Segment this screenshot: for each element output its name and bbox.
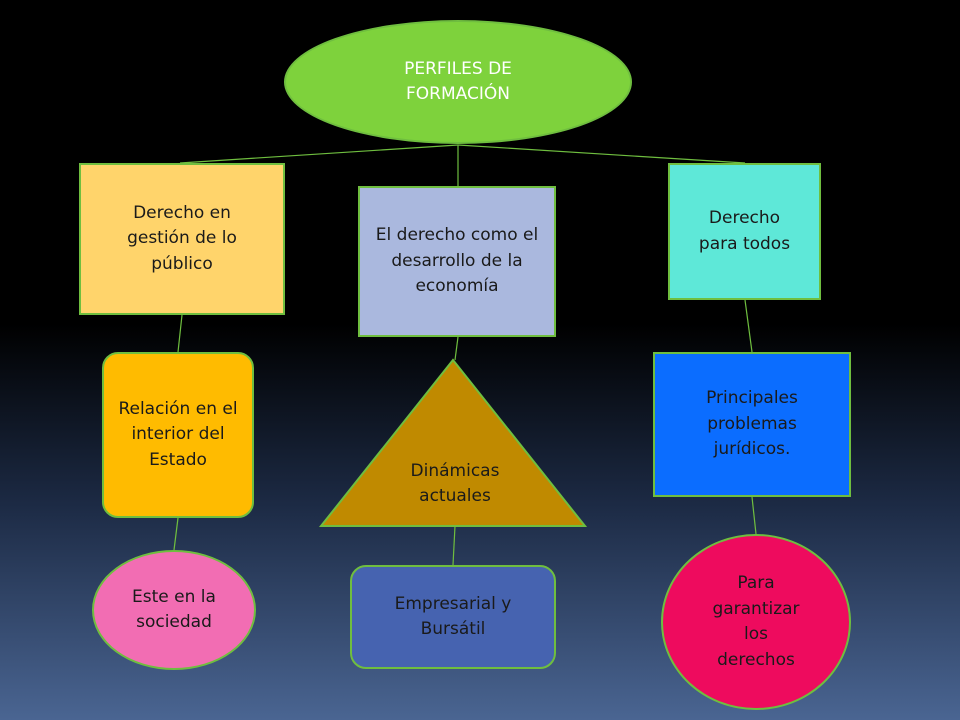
node-dinamicas-actuales-label: Dinámicas actuales bbox=[410, 460, 500, 507]
node-dinamicas-actuales: Dinámicas actuales bbox=[373, 450, 537, 518]
node-derecho-para-todos: Derecho para todos bbox=[668, 163, 821, 300]
node-para-garantizar: Para garantizar los derechos bbox=[661, 534, 851, 710]
connector-relacion-sociedad bbox=[173, 517, 179, 551]
connector-gestion-relacion bbox=[177, 314, 183, 353]
node-perfiles-de-formacion: PERFILES DE FORMACIÓN bbox=[284, 20, 632, 144]
node-principales-problemas: Principales problemas jurídicos. bbox=[653, 352, 851, 497]
connector-root-gestion bbox=[179, 144, 459, 164]
connector-economia-dinamicas bbox=[454, 336, 459, 361]
node-este-en-la-sociedad-label: Este en la sociedad bbox=[132, 586, 216, 633]
node-este-en-la-sociedad: Este en la sociedad bbox=[92, 550, 256, 670]
node-perfiles-de-formacion-label: PERFILES DE FORMACIÓN bbox=[404, 58, 512, 105]
node-derecho-en-gestion: Derecho en gestión de lo público bbox=[79, 163, 285, 315]
node-principales-problemas-label: Principales problemas jurídicos. bbox=[706, 388, 798, 460]
node-empresarial-bursatil-label: Empresarial y Bursátil bbox=[394, 593, 512, 640]
node-derecho-economia: El derecho como el desarrollo de la econ… bbox=[358, 186, 556, 337]
node-relacion-estado-label: Relación en el interior del Estado bbox=[118, 398, 238, 470]
node-relacion-estado: Relación en el interior del Estado bbox=[102, 352, 254, 518]
node-empresarial-bursatil: Empresarial y Bursátil bbox=[350, 565, 556, 669]
triangle-shape-dinamicas bbox=[318, 358, 588, 527]
connector-root-todos bbox=[457, 144, 746, 164]
connector-problemas-garantizar bbox=[751, 496, 757, 535]
node-derecho-para-todos-label: Derecho para todos bbox=[698, 208, 791, 254]
node-derecho-en-gestion-label: Derecho en gestión de lo público bbox=[127, 202, 237, 274]
node-para-garantizar-label: Para garantizar los derechos bbox=[712, 573, 800, 670]
connector-dinamicas-empresarial bbox=[452, 525, 456, 566]
node-derecho-economia-label: El derecho como el desarrollo de la econ… bbox=[375, 225, 539, 297]
connector-todos-problemas bbox=[744, 299, 753, 353]
